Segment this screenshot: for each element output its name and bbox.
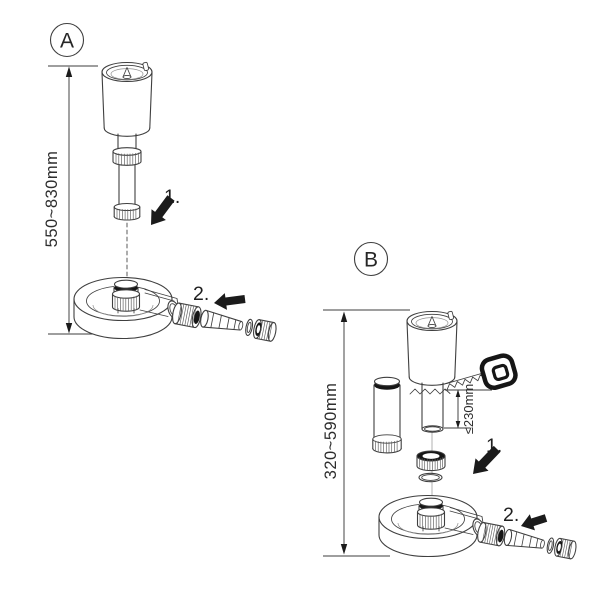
tube-sides xyxy=(421,382,444,430)
saw-blade-back xyxy=(446,372,486,384)
tube-collar-ribs xyxy=(375,440,398,453)
bold-black-arrow-icon xyxy=(151,195,175,225)
saw-icon xyxy=(446,353,518,391)
fountain-head-a xyxy=(101,61,153,137)
panel-b-cut-label: ≤230mm xyxy=(461,384,476,434)
triangle-arrowhead-icon xyxy=(65,323,73,334)
nut-bottom xyxy=(416,465,446,472)
riser-tube-b xyxy=(409,382,451,433)
triangle-arrowhead-icon xyxy=(340,311,348,322)
tube-upper xyxy=(117,133,137,151)
lock-nut-b xyxy=(416,450,446,472)
panel-a-label: A xyxy=(60,30,74,53)
collar2-ribs xyxy=(116,208,137,221)
panel-b-cut-dimension: ≤230mm xyxy=(444,384,492,434)
pump-base-a xyxy=(73,276,182,340)
tube-lower xyxy=(118,164,136,208)
tube-collar-bottom xyxy=(372,447,402,454)
saw-blade-teeth xyxy=(446,374,487,391)
spare-extension-tube-b xyxy=(372,376,402,454)
tube-bore xyxy=(424,426,441,432)
panel-b-height-label: 320~590mm xyxy=(322,383,340,480)
panel-b-step2-label: 2. xyxy=(503,504,519,526)
saw-handle xyxy=(479,353,518,391)
collar2-bottom xyxy=(113,215,141,221)
triangle-arrowhead-icon xyxy=(65,66,73,77)
tube-sides xyxy=(373,384,401,441)
panel-b-callout-circle xyxy=(353,241,389,277)
bold-black-arrow-icon xyxy=(214,293,246,310)
panel-b-label: B xyxy=(364,249,378,272)
saw-handle-hole xyxy=(491,363,510,382)
panel-a-height-dimension: 550~830mm xyxy=(43,65,112,335)
collar2-sides xyxy=(113,206,141,218)
triangle-arrowhead-icon xyxy=(340,544,348,555)
panel-b: B 320~590mm xyxy=(322,241,579,561)
panel-a-step2-label: 2. xyxy=(193,283,209,305)
panel-a: A 550~830mm 1. xyxy=(43,22,279,344)
cut-mark-zigzag xyxy=(409,388,451,395)
panel-a-height-label: 550~830mm xyxy=(43,151,61,248)
collar1-sides xyxy=(112,150,142,163)
fountain-head-b xyxy=(406,310,458,386)
tube-cap-top xyxy=(373,376,401,387)
triangle-arrowhead-icon xyxy=(455,389,461,397)
nut-ribs xyxy=(419,457,443,471)
tube-collar-sides xyxy=(372,438,402,450)
pump-base-b xyxy=(378,494,487,558)
collar1-ribs xyxy=(115,152,139,165)
triangle-arrowhead-icon xyxy=(455,421,461,429)
bold-black-arrow-icon xyxy=(521,514,548,531)
nut-sides xyxy=(416,455,446,467)
o-ring-inner xyxy=(421,474,440,481)
collar1-bottom xyxy=(112,160,142,166)
o-ring-b xyxy=(418,472,443,483)
panel-b-height-dimension: 320~590mm xyxy=(322,309,410,557)
panel-a-callout-circle xyxy=(49,22,85,58)
bold-black-arrow-icon xyxy=(473,445,501,474)
telescopic-tube-a xyxy=(112,133,142,221)
nut-bore xyxy=(422,453,440,459)
